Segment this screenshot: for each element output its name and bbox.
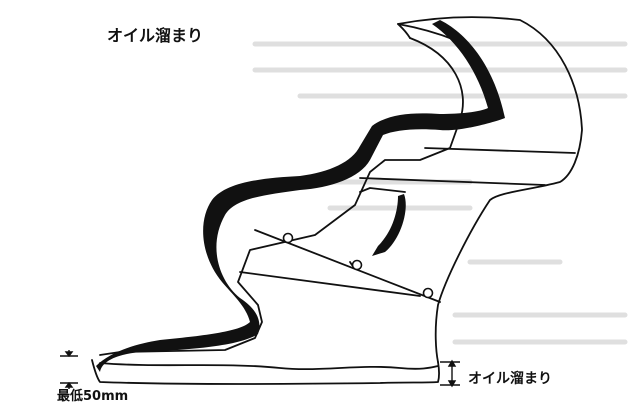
mounting-holes <box>282 232 434 299</box>
mounting-hole <box>422 287 434 299</box>
dimension-right <box>440 359 460 388</box>
panel-line-3 <box>254 229 441 303</box>
oil-pool-label-top: オイル溜まり <box>107 26 204 45</box>
inner-scoop <box>372 194 406 256</box>
mounting-hole <box>282 232 294 244</box>
panel-line-2 <box>359 177 546 186</box>
fairing-outer-edge <box>397 16 583 363</box>
fairing-bottom-edge <box>91 359 441 385</box>
fairing-inner-edge <box>99 37 464 356</box>
panel-line-5 <box>359 187 406 193</box>
minimum-height-label: 最低50mm <box>57 389 129 404</box>
fairing-bottom-wave <box>99 362 439 371</box>
mounting-hole <box>351 259 363 271</box>
oil-pool-band <box>96 20 505 372</box>
panel-line-6 <box>349 261 353 266</box>
panel-line-4 <box>239 271 421 297</box>
dimension-left <box>60 350 78 389</box>
oil-pool-label-bottom: オイル溜まり <box>468 371 552 387</box>
fairing-body <box>91 16 583 385</box>
panel-line-1 <box>424 147 576 154</box>
